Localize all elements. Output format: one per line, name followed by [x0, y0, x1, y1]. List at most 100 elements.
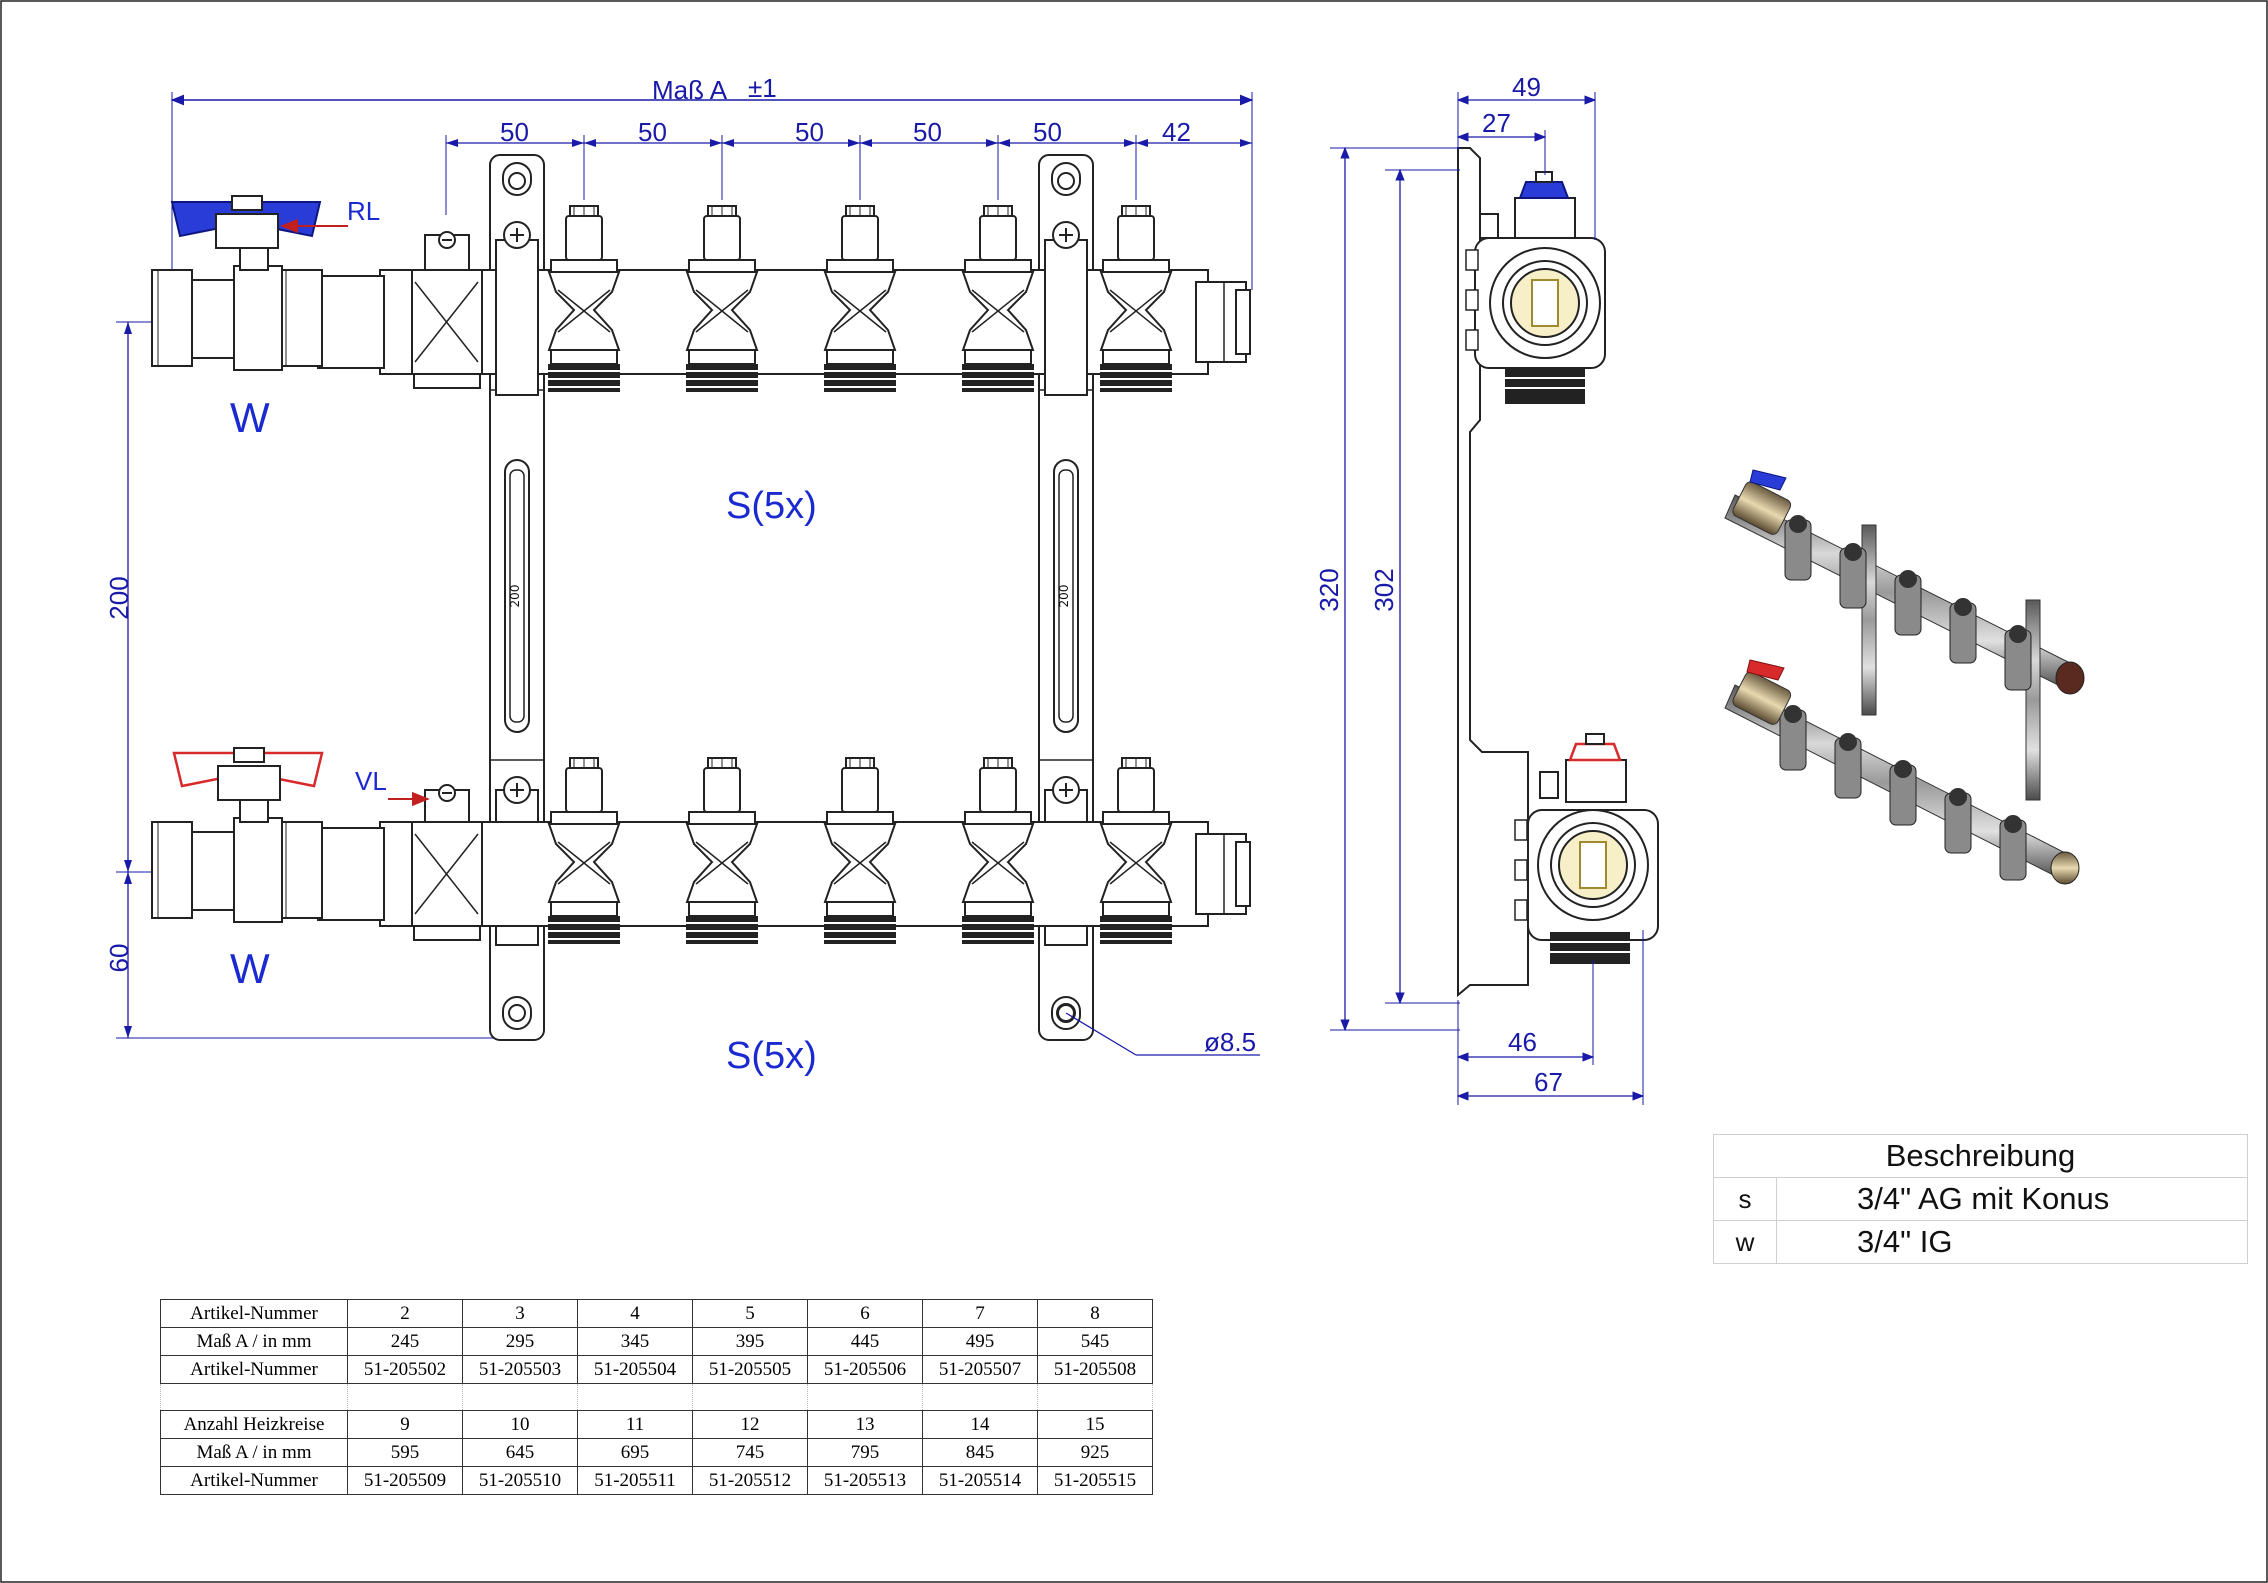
table-row: Maß A / in mm 245 295 345 395 445 495 54…: [160, 1327, 1153, 1356]
manifold-flow-rail: [317, 784, 1251, 941]
table-cell: 7: [922, 1299, 1038, 1328]
table-cell: 2: [347, 1299, 463, 1328]
table-cell: 3: [462, 1299, 578, 1328]
table-cell: 51-205507: [922, 1355, 1038, 1384]
table-cell: Artikel-Nummer: [160, 1466, 348, 1495]
table-cell: 51-205503: [462, 1355, 578, 1384]
table-cell: 925: [1037, 1438, 1153, 1467]
dimension-height: 200 60: [104, 321, 520, 1039]
table-cell: 745: [692, 1438, 808, 1467]
table-cell: 295: [462, 1327, 578, 1356]
table-cell: 51-205508: [1037, 1355, 1153, 1384]
table-cell: 51-205511: [577, 1466, 693, 1495]
hole-label: ø8.5: [1204, 1027, 1256, 1057]
flow-handle-icon: [1568, 742, 1622, 762]
description-table: Beschreibung s 3/4" AG mit Konus w 3/4" …: [1713, 1134, 2248, 1264]
table-cell: 51-205509: [347, 1466, 463, 1495]
return-label: RL: [347, 196, 380, 226]
spacing-label: 50: [638, 117, 667, 147]
table-cell: 14: [922, 1410, 1038, 1439]
table-row: Maß A / in mm 595 645 695 745 795 845 92…: [160, 1438, 1153, 1467]
table-cell: Maß A / in mm: [160, 1327, 348, 1356]
table-cell: 51-205505: [692, 1355, 808, 1384]
side-view: [1457, 147, 1659, 998]
table-cell: 5: [692, 1299, 808, 1328]
manifold-3d-illustration: [1724, 469, 2085, 885]
table-cell: 11: [577, 1410, 693, 1439]
spacing-label: 50: [795, 117, 824, 147]
table-cell: 12: [692, 1410, 808, 1439]
table-cell: 345: [577, 1327, 693, 1356]
table-cell: 51-205510: [462, 1466, 578, 1495]
table-cell: 51-205514: [922, 1466, 1038, 1495]
table-row: Anzahl Heizkreise 9 10 11 12 13 14 15: [160, 1410, 1153, 1439]
hole-dimension: ø8.5: [1056, 1003, 1260, 1057]
table-cell: 395: [692, 1327, 808, 1356]
description-text: 3/4" AG mit Konus: [1776, 1177, 2248, 1221]
ball-valve-flow: [151, 747, 324, 923]
side-67-label: 67: [1534, 1067, 1563, 1097]
table-row: Artikel-Nummer 2 3 4 5 6 7 8: [160, 1299, 1153, 1328]
table-cell: Anzahl Heizkreise: [160, 1410, 348, 1439]
outlet-s-bottom: S(5x): [726, 1035, 817, 1077]
description-text: 3/4" IG: [1776, 1220, 2248, 1264]
table-cell: 545: [1037, 1327, 1153, 1356]
outlet-s-top: S(5x): [726, 485, 817, 527]
table-cell: 51-205506: [807, 1355, 923, 1384]
side-46-label: 46: [1508, 1027, 1537, 1057]
table-cell: 595: [347, 1438, 463, 1467]
table-cell: 495: [922, 1327, 1038, 1356]
table-cell: 51-205513: [807, 1466, 923, 1495]
table-cell: 51-205504: [577, 1355, 693, 1384]
dimension-mass-a: Maß A ±1: [170, 73, 1254, 320]
mass-a-label: Maß A: [652, 75, 728, 105]
table-cell: 51-205512: [692, 1466, 808, 1495]
side-27-label: 27: [1482, 108, 1511, 138]
table-cell: 9: [347, 1410, 463, 1439]
table-cell: 8: [1037, 1299, 1153, 1328]
description-key: s: [1713, 1177, 1777, 1221]
spacing-label: 50: [913, 117, 942, 147]
table-cell: 13: [807, 1410, 923, 1439]
description-key: w: [1713, 1220, 1777, 1264]
side-320-label: 320: [1314, 568, 1344, 611]
spacing-label: 42: [1162, 117, 1191, 147]
side-49-label: 49: [1512, 72, 1541, 102]
table-cell: 795: [807, 1438, 923, 1467]
dimension-spacing: 50 50 50 50 50 42: [445, 117, 1252, 215]
ball-valve-return: [151, 195, 323, 371]
table-cell: 4: [577, 1299, 693, 1328]
table-cell: 51-205515: [1037, 1466, 1153, 1495]
table-row: w 3/4" IG: [1713, 1220, 2248, 1264]
article-table: Artikel-Nummer 2 3 4 5 6 7 8 Maß A / in …: [160, 1299, 1153, 1495]
table-spacer: [160, 1383, 1153, 1411]
table-cell: 10: [462, 1410, 578, 1439]
table-cell: 245: [347, 1327, 463, 1356]
mass-a-tolerance: ±1: [748, 73, 777, 103]
table-cell: 15: [1037, 1410, 1153, 1439]
flow-label: VL: [355, 766, 387, 796]
side-dimensions: [1330, 92, 1645, 1105]
table-row: s 3/4" AG mit Konus: [1713, 1177, 2248, 1221]
spacing-label: 50: [500, 117, 529, 147]
table-cell: Artikel-Nummer: [160, 1355, 348, 1384]
table-row: Artikel-Nummer 51-205509 51-205510 51-20…: [160, 1466, 1153, 1495]
table-row: Artikel-Nummer 51-205502 51-205503 51-20…: [160, 1355, 1153, 1384]
ruler-label: 200: [508, 585, 522, 608]
height-200-label: 200: [104, 576, 134, 619]
side-302-label: 302: [1369, 568, 1399, 611]
table-cell: Artikel-Nummer: [160, 1299, 348, 1328]
spacing-label: 50: [1033, 117, 1062, 147]
description-title: Beschreibung: [1713, 1134, 2248, 1178]
height-60-label: 60: [104, 944, 134, 973]
ruler-label: 200: [1057, 585, 1071, 608]
table-cell: 645: [462, 1438, 578, 1467]
table-row: Beschreibung: [1713, 1134, 2248, 1178]
table-cell: 695: [577, 1438, 693, 1467]
return-handle-icon: [1518, 181, 1570, 199]
table-cell: 6: [807, 1299, 923, 1328]
connection-w-bottom: W: [230, 945, 270, 992]
table-cell: Maß A / in mm: [160, 1438, 348, 1467]
table-cell: 445: [807, 1327, 923, 1356]
